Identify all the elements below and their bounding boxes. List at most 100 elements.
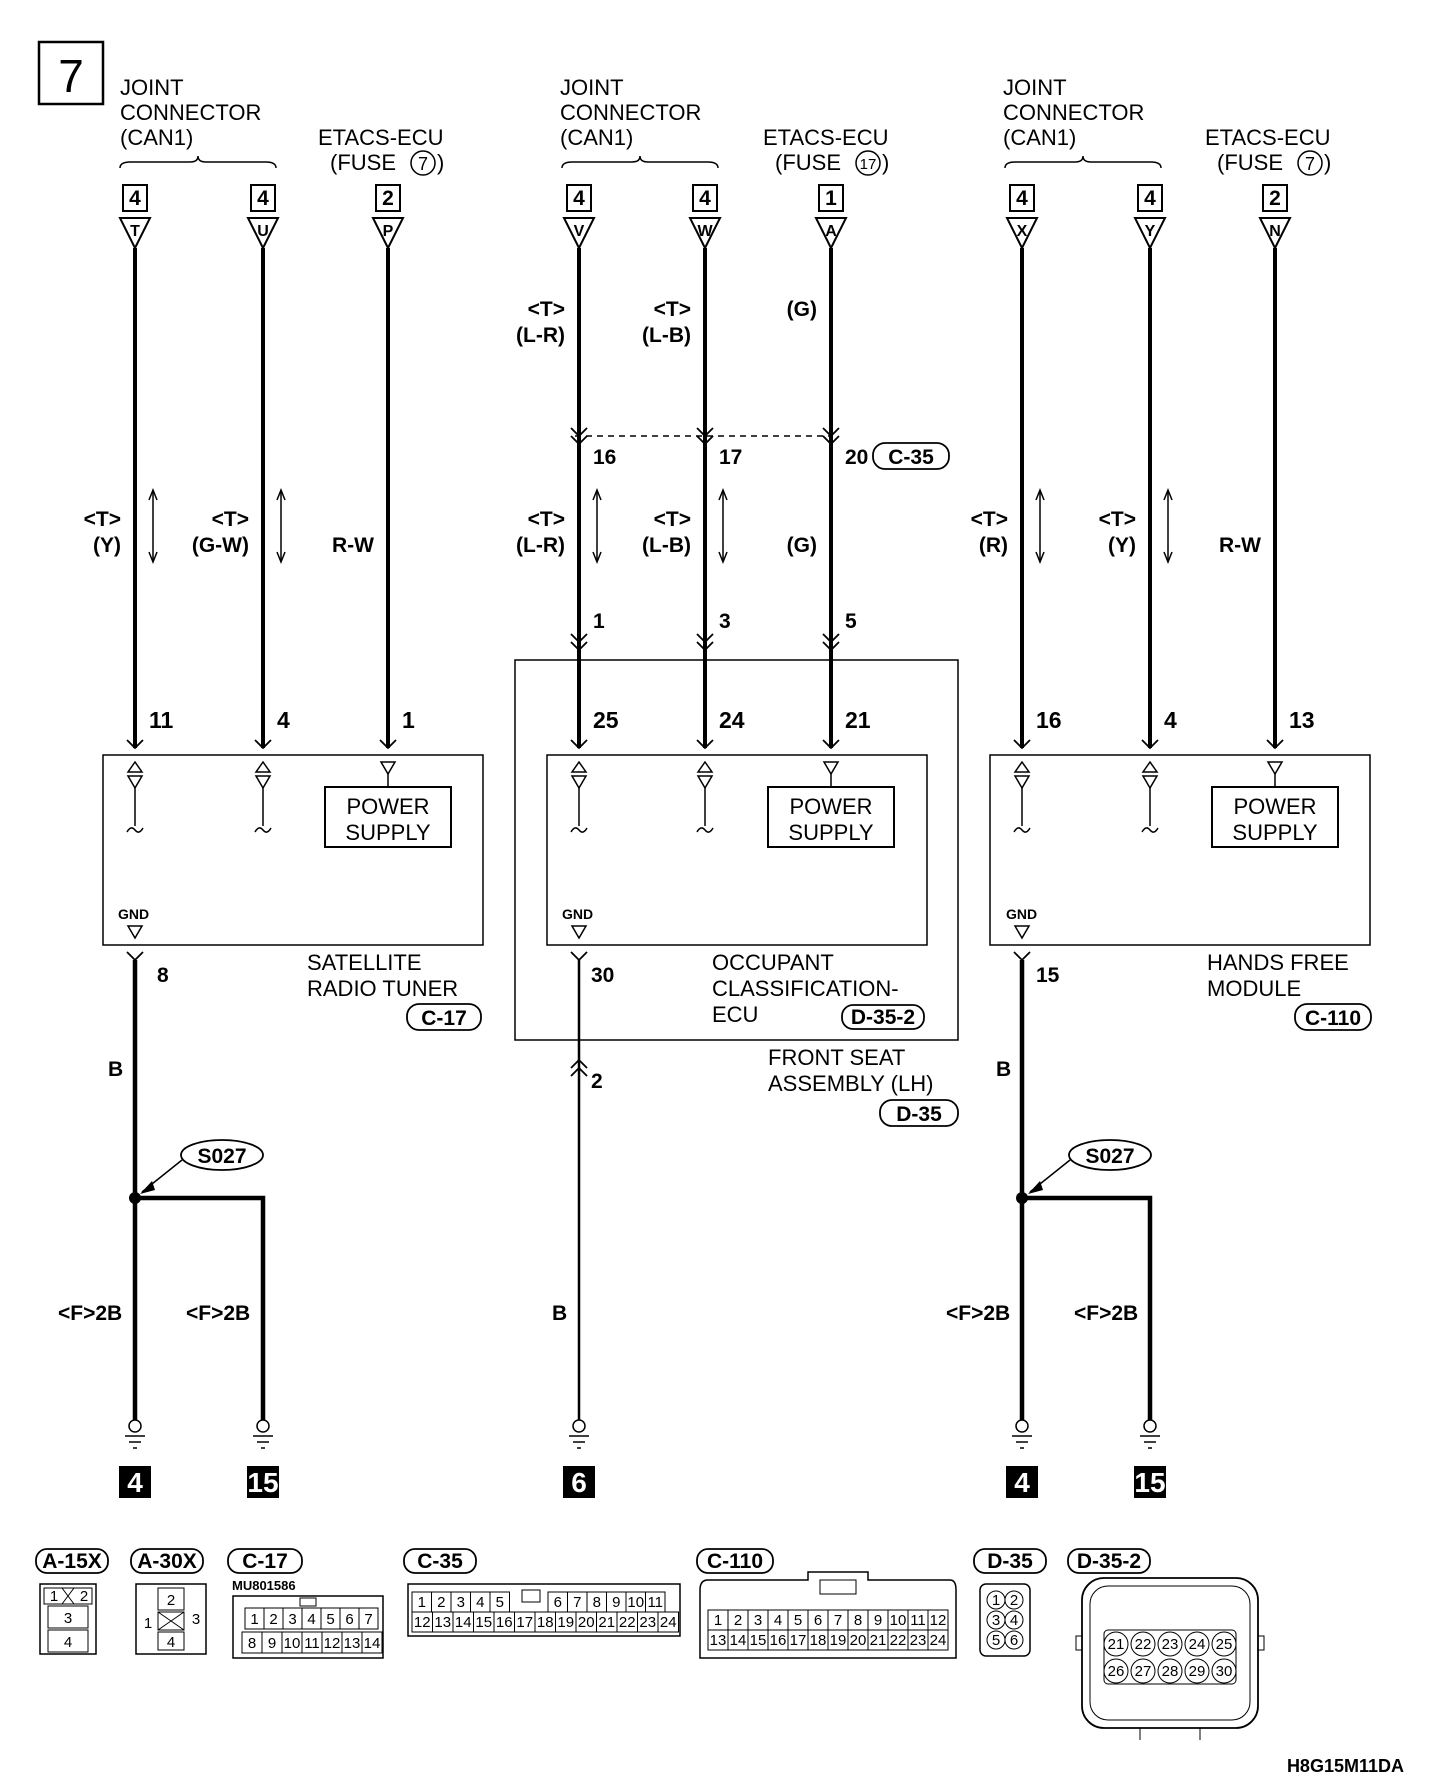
top-labels: JOINT CONNECTOR (CAN1) ETACS-ECU (FUSE 7… (119, 75, 1331, 176)
svg-text:18: 18 (810, 1632, 827, 1649)
svg-text:7: 7 (573, 1594, 581, 1611)
svg-text:<T>: <T> (528, 298, 565, 321)
svg-text:14: 14 (455, 1614, 472, 1631)
svg-text:B: B (552, 1302, 567, 1325)
svg-text:4: 4 (277, 707, 290, 733)
svg-text:17: 17 (516, 1614, 533, 1631)
svg-text:22: 22 (1135, 1636, 1152, 1653)
svg-text:JOINT: JOINT (1003, 75, 1067, 100)
svg-text:9: 9 (268, 1635, 276, 1652)
svg-text:S027: S027 (197, 1145, 246, 1168)
svg-text:SUPPLY: SUPPLY (345, 820, 431, 845)
svg-text:SUPPLY: SUPPLY (788, 820, 874, 845)
svg-text:2: 2 (269, 1611, 277, 1628)
joint-connector-label-3: JOINT CONNECTOR (CAN1) (1003, 75, 1162, 169)
svg-text:11: 11 (910, 1612, 926, 1629)
svg-text:20: 20 (578, 1614, 595, 1631)
svg-text:3: 3 (192, 1611, 200, 1628)
svg-text:7: 7 (1305, 154, 1315, 174)
svg-text:HANDS FREE: HANDS FREE (1207, 950, 1349, 975)
svg-text:(R): (R) (979, 534, 1008, 557)
svg-text:3: 3 (754, 1612, 762, 1629)
svg-text:3: 3 (719, 610, 731, 633)
wire-1: 4T<T>(Y)11 (84, 184, 174, 833)
svg-text:<T>: <T> (1099, 508, 1136, 531)
terminal-number: 4 (1144, 187, 1156, 210)
svg-text:<F>2B: <F>2B (186, 1302, 250, 1325)
svg-text:4: 4 (1164, 707, 1177, 733)
svg-text:12: 12 (414, 1614, 431, 1631)
svg-text:2: 2 (80, 1588, 88, 1605)
svg-text:(Y): (Y) (1108, 534, 1136, 557)
svg-text:<F>2B: <F>2B (946, 1302, 1010, 1325)
svg-text:3: 3 (288, 1611, 296, 1628)
svg-text:2: 2 (1010, 1592, 1018, 1609)
svg-text:26: 26 (1108, 1663, 1125, 1680)
terminal-number: 4 (129, 187, 141, 210)
etacs-label-2: ETACS-ECU (FUSE 17 ) (763, 125, 889, 176)
ground-point-4: 4 (1006, 1419, 1038, 1498)
terminal-number: 4 (699, 187, 711, 210)
svg-text:12: 12 (324, 1635, 341, 1652)
svg-text:21: 21 (1108, 1636, 1125, 1653)
ground-point-5: 15 (1134, 1419, 1166, 1498)
module-occupant-classification-ecu: POWER SUPPLY GND OCCUPANT CLASSIFICATION… (514, 659, 959, 1127)
c35-tag: C-35 (888, 446, 934, 469)
svg-text:C-17: C-17 (242, 1550, 288, 1573)
svg-text:1: 1 (50, 1588, 58, 1605)
svg-text:<T>: <T> (528, 508, 565, 531)
svg-text:12: 12 (930, 1612, 947, 1629)
ground-number: 4 (127, 1467, 143, 1498)
svg-text:<F>2B: <F>2B (1074, 1302, 1138, 1325)
svg-text:22: 22 (890, 1632, 907, 1649)
svg-text:9: 9 (874, 1612, 882, 1629)
diagram-id: H8G15M11DA (1287, 1756, 1404, 1776)
svg-text:10: 10 (890, 1612, 907, 1629)
svg-text:24: 24 (719, 707, 745, 733)
svg-text:2: 2 (167, 1592, 175, 1609)
svg-text:5: 5 (496, 1594, 504, 1611)
svg-text:): ) (1324, 150, 1331, 175)
wire-7: 4X<T>(R)16 (971, 184, 1062, 833)
svg-text:4: 4 (1010, 1612, 1018, 1629)
svg-text:(CAN1): (CAN1) (1003, 125, 1076, 150)
etacs-label-3: ETACS-ECU (FUSE 7 ) (1205, 125, 1331, 176)
svg-text:(CAN1): (CAN1) (120, 125, 193, 150)
svg-text:13: 13 (434, 1614, 451, 1631)
svg-text:CONNECTOR: CONNECTOR (120, 100, 261, 125)
ground-point-1: 4 (119, 1419, 151, 1498)
svg-text:20: 20 (850, 1632, 867, 1649)
svg-text:SUPPLY: SUPPLY (1232, 820, 1318, 845)
svg-text:8: 8 (854, 1612, 862, 1629)
svg-text:19: 19 (557, 1614, 574, 1631)
ground-point-2: 15 (247, 1419, 279, 1498)
svg-text:OCCUPANT: OCCUPANT (712, 950, 834, 975)
svg-text:6: 6 (814, 1612, 822, 1629)
svg-text:24: 24 (660, 1614, 677, 1631)
svg-text:15: 15 (750, 1632, 767, 1649)
svg-text:R-W: R-W (332, 534, 374, 557)
svg-text:25: 25 (593, 707, 619, 733)
svg-text:7: 7 (364, 1611, 372, 1628)
svg-text:3: 3 (457, 1594, 465, 1611)
svg-text:D-35: D-35 (987, 1550, 1033, 1573)
svg-text:16: 16 (1036, 707, 1062, 733)
svg-text:25: 25 (1216, 1636, 1233, 1653)
svg-text:1: 1 (992, 1592, 1000, 1609)
svg-text:(L-R): (L-R) (516, 324, 565, 347)
svg-text:<F>2B: <F>2B (58, 1302, 122, 1325)
svg-text:CLASSIFICATION-: CLASSIFICATION- (712, 976, 899, 1001)
svg-text:23: 23 (1162, 1636, 1179, 1653)
svg-text:(CAN1): (CAN1) (560, 125, 633, 150)
svg-text:<T>: <T> (971, 508, 1008, 531)
svg-text:(FUSE: (FUSE (775, 150, 841, 175)
page-number: 7 (58, 50, 84, 102)
svg-text:28: 28 (1162, 1663, 1179, 1680)
